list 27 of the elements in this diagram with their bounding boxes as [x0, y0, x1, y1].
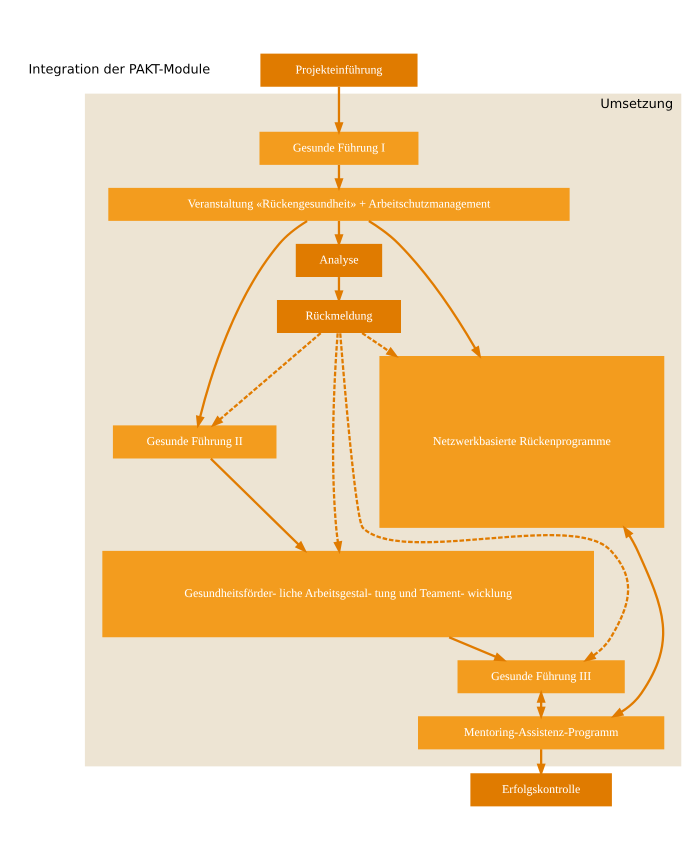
- arrow: [361, 332, 399, 358]
- node-box: Netzwerkbasierte Rückenprogramme: [379, 356, 664, 528]
- node-box: Rückmeldung: [276, 299, 401, 333]
- arrow: [210, 332, 322, 427]
- arrow: [196, 220, 308, 428]
- node-box: Gesunde Führung II: [112, 424, 276, 458]
- node-box: Gesunde Führung I: [259, 131, 418, 164]
- arrow: [334, 164, 344, 191]
- node-box: Veranstaltung «Rückengesundheit» + Arbeitschutzmanagement: [108, 187, 570, 220]
- arrow: [332, 332, 342, 554]
- node-box: Gesundheitsförder- liche Arbeitsgestal- tung und Teament- wicklung: [102, 550, 594, 637]
- label: Integration der PAKT-Module: [28, 62, 210, 78]
- arrow: [448, 636, 507, 662]
- arrow: [334, 276, 344, 303]
- arrow: [368, 220, 482, 358]
- node-box: Projekteinführung: [260, 53, 418, 86]
- node-box: Erfolgskontrolle: [470, 772, 612, 806]
- node-box: Analyse: [296, 243, 382, 276]
- arrow: [334, 86, 344, 135]
- arrow: [210, 457, 308, 552]
- arrow: [536, 689, 546, 720]
- node-box: Mentoring-Assistenz-Programm: [418, 716, 664, 749]
- arrow: [610, 524, 664, 718]
- arrow: [334, 220, 344, 247]
- node-box: Gesunde Führung III: [458, 660, 625, 693]
- arrow: [536, 748, 546, 776]
- arrow: [339, 332, 630, 662]
